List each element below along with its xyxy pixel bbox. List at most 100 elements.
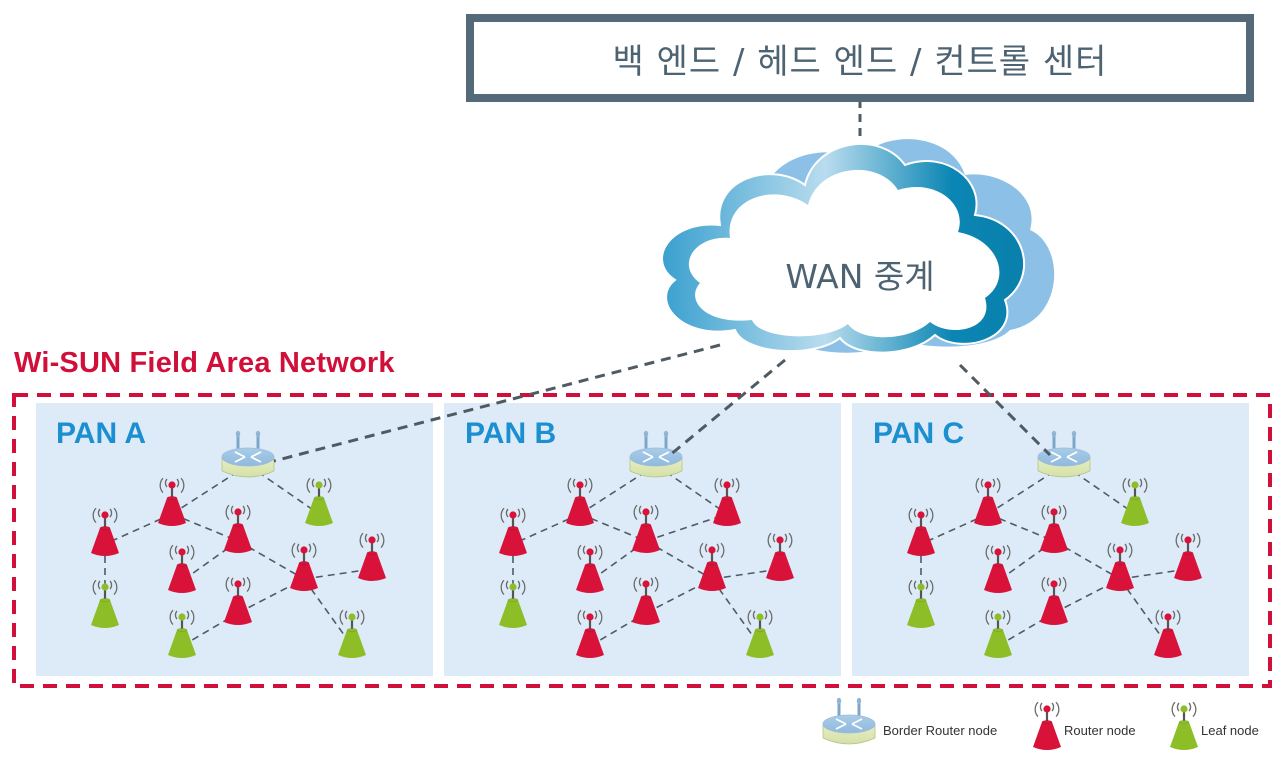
router-cone <box>632 597 660 625</box>
antenna-tip <box>708 546 716 554</box>
antenna-tip <box>1164 613 1172 621</box>
mesh-link <box>711 578 761 647</box>
signal-wave-icon <box>768 609 773 626</box>
router-node <box>358 532 386 581</box>
signal-wave-icon <box>908 579 913 596</box>
cone-top <box>232 523 244 527</box>
antenna-tip <box>178 613 186 621</box>
leaf-node <box>338 609 366 658</box>
pan-b-label: PAN B <box>465 417 557 450</box>
signal-wave-icon <box>1006 609 1011 626</box>
mesh-link <box>1119 578 1169 647</box>
router-cone <box>168 565 196 593</box>
signal-wave-icon <box>985 609 990 626</box>
signal-wave-icon <box>291 542 296 559</box>
signal-wave-icon <box>230 505 234 515</box>
signal-wave-icon <box>567 477 572 494</box>
leaf-cone <box>1170 722 1198 750</box>
signal-wave-icon <box>913 580 917 590</box>
router-cone <box>576 565 604 593</box>
signal-wave-icon <box>980 478 984 488</box>
signal-wave-icon <box>992 478 996 488</box>
router-node <box>766 532 794 581</box>
signal-wave-icon <box>985 544 990 561</box>
signal-wave-icon <box>1046 505 1050 515</box>
signal-wave-icon <box>650 505 654 515</box>
signal-wave-icon <box>929 507 934 524</box>
backend-control-center-box: 백 엔드 / 헤드 엔드 / 컨트롤 센터 <box>466 14 1254 102</box>
router-cone <box>1154 630 1182 658</box>
leaf-cone <box>305 498 333 526</box>
signal-wave-icon <box>1192 533 1196 543</box>
signal-wave-icon <box>164 478 168 488</box>
signal-wave-icon <box>767 532 772 549</box>
signal-wave-icon <box>339 609 344 626</box>
signal-wave-icon <box>344 610 348 620</box>
router-cone <box>1033 722 1061 750</box>
router-node <box>632 576 660 625</box>
cone-top <box>915 526 927 530</box>
leaf-cone <box>91 600 119 628</box>
signal-wave-icon <box>242 505 246 515</box>
legend-border-router-icon <box>822 697 876 745</box>
leaf-cone <box>1121 498 1149 526</box>
cone-top <box>774 551 786 555</box>
signal-wave-icon <box>1002 610 1006 620</box>
cloud-inner <box>688 169 1000 338</box>
cone-top <box>346 628 358 632</box>
wan-cloud <box>661 139 1055 354</box>
signal-wave-icon <box>327 477 332 494</box>
signal-wave-icon <box>716 543 720 553</box>
pan-c-label: PAN C <box>873 417 965 450</box>
router-cone <box>290 563 318 591</box>
pan-b-panel <box>444 403 841 676</box>
signal-wave-icon <box>720 542 725 559</box>
border-router-node <box>221 430 275 478</box>
signal-wave-icon <box>1180 533 1184 543</box>
signal-wave-icon <box>1041 504 1046 521</box>
router-top <box>822 714 876 734</box>
router-antenna-tip <box>235 430 241 438</box>
leaf-node <box>305 477 333 526</box>
cone-top <box>99 526 111 530</box>
signal-wave-icon <box>714 477 719 494</box>
signal-wave-icon <box>772 533 776 543</box>
router-node <box>91 507 119 556</box>
signal-wave-icon <box>92 579 97 596</box>
cone-top <box>176 563 188 567</box>
cone-top <box>992 628 1004 632</box>
router-cone <box>358 553 386 581</box>
router-cone <box>1040 525 1068 553</box>
legend-leaf-label: Leaf node <box>1201 723 1259 738</box>
signal-wave-icon <box>1107 542 1112 559</box>
antenna-tip <box>168 481 176 489</box>
router-antenna-tip <box>1071 430 1077 438</box>
router-cone <box>984 565 1012 593</box>
signal-wave-icon <box>97 580 101 590</box>
cone-top <box>1162 628 1174 632</box>
signal-wave-icon <box>92 507 97 524</box>
router-cone <box>566 498 594 526</box>
signal-wave-icon <box>925 580 929 590</box>
antenna-tip <box>776 536 784 544</box>
signal-wave-icon <box>176 478 180 488</box>
router-antenna-tip <box>856 697 862 705</box>
antenna-tip <box>917 511 925 519</box>
leaf-node <box>499 579 527 628</box>
signal-wave-icon <box>1176 702 1180 712</box>
signal-wave-icon <box>577 609 582 626</box>
router-node <box>1106 542 1134 591</box>
signal-wave-icon <box>598 609 603 626</box>
cone-top <box>584 628 596 632</box>
cone-top <box>1182 551 1194 555</box>
signal-wave-icon <box>1127 478 1131 488</box>
cone-top <box>298 561 310 565</box>
signal-wave-icon <box>704 543 708 553</box>
pan-c-panel <box>852 403 1249 676</box>
cone-top <box>640 523 652 527</box>
signal-wave-icon <box>1155 609 1160 626</box>
router-cone <box>1040 597 1068 625</box>
cone-top <box>313 496 325 500</box>
signal-wave-icon <box>598 544 603 561</box>
antenna-tip <box>315 481 323 489</box>
